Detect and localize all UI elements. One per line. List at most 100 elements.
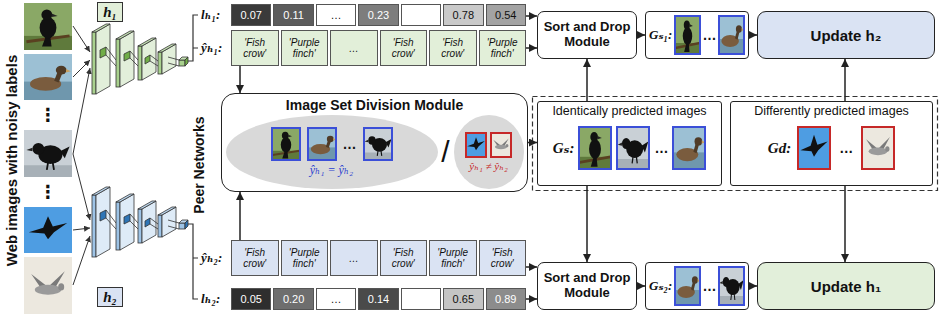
node-text: Image Set Division Module — [286, 97, 463, 113]
node-text: 'Purple finch' — [283, 247, 327, 269]
score-cell: 'Purple finch' — [479, 30, 527, 66]
dashed-group-frame — [533, 97, 938, 191]
thumbnail-image — [363, 127, 393, 161]
score-cell: 0.23 — [358, 4, 398, 26]
thumbnail-image — [861, 126, 895, 170]
node-text: Sort and Drop Module — [542, 271, 632, 301]
score-cell: 'Purple finch' — [281, 240, 329, 276]
process-box: Sort and Drop Module — [537, 11, 637, 59]
node-text: 'Fish crow' — [481, 247, 525, 269]
score-cell: 'Fish crow' — [429, 30, 477, 66]
image-set-box: Differently predicted imagesGd: … — [730, 101, 933, 186]
photo — [24, 207, 72, 253]
arrow-connector — [844, 59, 846, 101]
ellipsis-mark: ⋮ — [39, 106, 57, 124]
image-set-box: Gₛ₁: … — [645, 11, 749, 59]
arrow-connector — [844, 186, 846, 262]
arrow-connector — [749, 34, 757, 36]
arrow-connector — [637, 34, 645, 36]
thumbnail-image — [616, 126, 650, 170]
score-cell: 0.05 — [231, 288, 271, 310]
score-cell: … — [330, 240, 378, 276]
score-cell: 'Fish crow' — [380, 240, 428, 276]
photo — [24, 3, 72, 50]
arrow-connector — [526, 15, 537, 17]
node-text: Gₛ: — [553, 139, 575, 157]
thumbnail-image — [797, 126, 831, 170]
node-text: ŷₕ₂: — [201, 250, 229, 266]
thumbnail-image — [674, 15, 701, 55]
node-text: Gₛ₂: — [649, 278, 672, 294]
node-text: … — [702, 27, 716, 43]
score-cell — [401, 4, 441, 26]
node-text: 0.78 — [453, 9, 474, 21]
loss-vector: lₕ₂: 0.05 0.20 … 0.14 0.65 0.89 — [201, 288, 526, 310]
image-group-ellipse: ŷₕ₁ ≠ ŷₕ₂ — [454, 115, 524, 189]
image-set-box: Identically predicted imagesGₛ: … — [537, 101, 722, 186]
score-cell: 0.78 — [443, 4, 483, 26]
score-cell: 0.14 — [358, 288, 398, 310]
node-text: 'Fish crow' — [382, 37, 426, 59]
node-text: lₕ₂: — [201, 291, 229, 307]
score-cell: 0.54 — [486, 4, 526, 26]
node-text: Gₛ₁: — [649, 27, 672, 43]
image-set-box: Gₛ₂:… — [645, 262, 749, 310]
thumbnail-image — [465, 132, 487, 158]
score-cell: 0.07 — [231, 4, 271, 26]
photo — [24, 257, 72, 314]
arrow-connector — [239, 66, 241, 93]
node-text: 'Fish crow' — [431, 37, 475, 59]
axis-title: Web images with noisy labels — [3, 54, 20, 265]
score-cell: … — [316, 4, 356, 26]
node-text: 0.23 — [368, 9, 389, 21]
arrow-connector — [637, 285, 645, 287]
arrow-connector — [586, 59, 588, 101]
process-box: Sort and Drop Module — [537, 262, 637, 310]
node-text: 0.07 — [241, 9, 262, 21]
photo — [24, 54, 72, 100]
arrow-connector — [749, 285, 757, 287]
node-text: … — [349, 43, 359, 54]
score-cell: … — [316, 288, 356, 310]
score-cell: 'Purple finch' — [281, 30, 329, 66]
thumbnail-image — [271, 127, 301, 161]
photo — [24, 130, 72, 177]
score-cell: … — [330, 30, 378, 66]
prediction-vector: ŷₕ₁:'Fish crow''Purple finch'…'Fish crow… — [201, 30, 526, 66]
arrow-connector — [526, 298, 537, 300]
thumbnail-image — [674, 266, 701, 306]
node-text: Update h₂ — [811, 27, 882, 44]
score-cell: 0.11 — [273, 4, 313, 26]
input-arrows — [73, 26, 90, 285]
network-label: h₂ — [97, 287, 123, 307]
node-text: lₕ₁: — [201, 7, 229, 23]
node-text: … — [839, 140, 853, 156]
thumbnail-image — [718, 15, 745, 55]
node-text: 'Purple finch' — [283, 37, 327, 59]
node-text: … — [654, 140, 668, 156]
score-cell: 0.20 — [273, 288, 313, 310]
thumbnail-image — [718, 266, 745, 306]
node-text: … — [331, 293, 342, 305]
score-cell: 'Purple finch' — [429, 240, 477, 276]
node-text: 0.65 — [453, 293, 474, 305]
score-cell: 0.89 — [486, 288, 526, 310]
node-text: 'Fish crow' — [233, 37, 277, 59]
score-cell: 'Fish crow' — [479, 240, 527, 276]
score-cell: 'Fish crow' — [380, 30, 428, 66]
arrow-connector — [526, 47, 537, 49]
node-text: 0.54 — [495, 9, 516, 21]
network-illustration — [92, 24, 188, 94]
node-text: h₂ — [103, 289, 117, 306]
node-text: … — [343, 136, 357, 152]
prediction-vector: ŷₕ₂:'Fish crow''Purple finch'…'Fish crow… — [201, 240, 526, 276]
node-text: 'Fish crow' — [382, 247, 426, 269]
node-text: Identically predicted images — [552, 104, 706, 118]
node-text: 'Fish crow' — [233, 247, 277, 269]
node-text: Gd: — [768, 140, 791, 157]
node-text: 0.20 — [283, 293, 304, 305]
node-text: 0.11 — [283, 9, 304, 21]
node-text: Differently predicted images — [754, 104, 909, 118]
node-text: 0.05 — [241, 293, 262, 305]
update-box: Update h₁ — [757, 262, 935, 310]
